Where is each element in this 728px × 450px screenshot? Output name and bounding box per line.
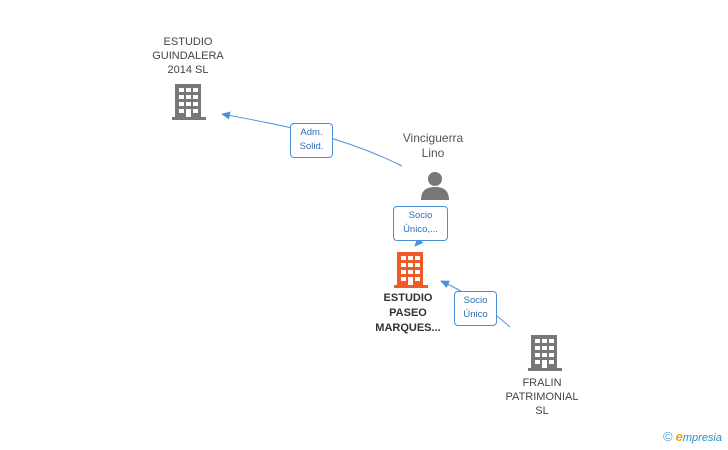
edge-label-adm[interactable]: Adm. Solid. (290, 123, 333, 158)
copyright-symbol: © (663, 429, 673, 444)
building-icon-main[interactable] (394, 252, 428, 288)
node-label-fralin: FRALIN PATRIMONIAL SL (505, 377, 579, 417)
brand-initial: e (675, 429, 683, 444)
edge-label-socio-unico-2[interactable]: Socio Único (454, 291, 497, 326)
brand-rest: mpresia (682, 432, 722, 444)
building-icon-guindalera[interactable] (172, 84, 206, 120)
node-label-person: Vinciguerra Lino (402, 131, 464, 160)
node-label-guindalera: ESTUDIO GUINDALERA 2014 SL (152, 36, 224, 76)
person-icon[interactable] (420, 170, 450, 200)
node-label-main: ESTUDIO PASEO MARQUES... (375, 292, 441, 334)
edge-label-socio-unico-1[interactable]: Socio Único,... (393, 206, 448, 241)
building-icon-fralin[interactable] (528, 335, 562, 371)
empresia-logo: ©empresia (663, 429, 722, 444)
